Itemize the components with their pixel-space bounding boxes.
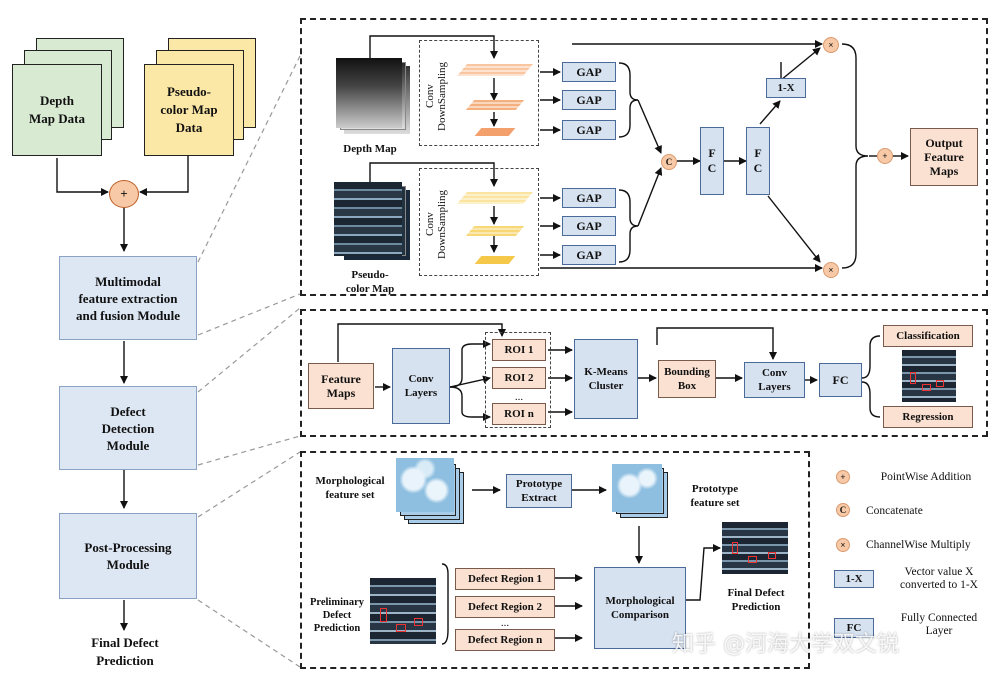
watermark-text: 知乎 @河海大学双文锐 [672, 632, 899, 657]
pseudo-color-map-label: Pseudo- color Map [345, 269, 395, 295]
channelwise-multiply-icon-top: × [823, 37, 839, 53]
gap-box-6: GAP [562, 245, 616, 265]
legend-pointwise-addition-icon: + [836, 470, 850, 484]
defect-region-n-box: Defect Region n [455, 629, 555, 651]
fusion-module-panel [300, 18, 988, 296]
conv-downsampling-box-2 [419, 168, 539, 276]
roi-group-box [485, 332, 551, 428]
roi-2-box: ROI 2 [492, 367, 546, 389]
defect-region-ellipsis: ... [500, 617, 510, 629]
regression-box: Regression [883, 406, 973, 428]
gap-box-3: GAP [562, 120, 616, 140]
channelwise-multiply-icon-bottom: × [823, 262, 839, 278]
multimodal-fusion-module: Multimodal feature extraction and fusion… [59, 256, 197, 340]
legend-pointwise-addition-text: PointWise Addition [880, 471, 972, 483]
fc-box-detection: FC [819, 363, 862, 397]
preliminary-defect-prediction-label: Preliminary Defect Prediction [309, 597, 365, 634]
legend-channelwise-multiply-text: ChannelWise Multiply [866, 539, 971, 551]
bounding-box-box: Bounding Box [658, 360, 716, 398]
legend-concatenate-icon: C [836, 503, 850, 517]
post-processing-module: Post-Processing Module [59, 513, 197, 599]
feature-maps-box: Feature Maps [308, 363, 374, 409]
defect-detection-module: Defect Detection Module [59, 386, 197, 470]
conv-downsampling-label-2: Conv DownSampling [424, 189, 448, 259]
legend-fc-icon: FC [834, 618, 874, 638]
detection-result-image [902, 350, 956, 402]
classification-box: Classification [883, 325, 973, 347]
conv-downsampling-label-1: Conv DownSampling [424, 61, 448, 131]
preliminary-defect-image [370, 578, 436, 644]
prototype-feature-set-label: Prototype feature set [690, 483, 740, 509]
fc-box-2: F C [746, 127, 770, 195]
morphological-comparison-box: Morphological Comparison [594, 567, 686, 649]
pointwise-addition-icon-fusion: + [877, 148, 893, 164]
post-processing-panel [300, 451, 810, 669]
output-feature-maps-box: Output Feature Maps [910, 128, 978, 186]
legend-fc-text: Fully Connected Layer [900, 612, 978, 637]
roi-n-box: ROI n [492, 403, 546, 425]
conv-layers-box-2: Conv Layers [744, 362, 805, 398]
one-minus-x-box: 1-X [766, 78, 806, 98]
legend-concatenate-text: Concatenate [866, 505, 923, 517]
final-defect-prediction-panel-label: Final Defect Prediction [727, 587, 785, 613]
roi-1-box: ROI 1 [492, 339, 546, 361]
final-defect-image [722, 522, 788, 574]
detection-module-panel [300, 309, 988, 437]
legend-one-minus-x-text: Vector value X converted to 1-X [900, 566, 978, 591]
fc-box-1: F C [700, 127, 724, 195]
gap-box-5: GAP [562, 216, 616, 236]
roi-ellipsis: ... [514, 391, 524, 403]
conv-layers-box: Conv Layers [392, 348, 450, 424]
pseudo-color-data-card: Pseudo- color Map Data [144, 64, 234, 156]
gap-box-2: GAP [562, 90, 616, 110]
morphological-feature-set-label: Morphological feature set [315, 475, 385, 501]
final-defect-prediction-label: Final Defect Prediction [91, 635, 159, 668]
legend-one-minus-x-icon: 1-X [834, 570, 874, 588]
prototype-extract-box: Prototype Extract [506, 474, 572, 508]
legend-channelwise-multiply-icon: × [836, 538, 850, 552]
gap-box-1: GAP [562, 62, 616, 82]
pointwise-addition-icon: + [109, 180, 139, 208]
defect-region-1-box: Defect Region 1 [455, 568, 555, 590]
gap-box-4: GAP [562, 188, 616, 208]
kmeans-cluster-box: K-Means Cluster [574, 339, 638, 419]
depth-map-label: Depth Map [343, 143, 397, 155]
depth-map-data-card: Depth Map Data [12, 64, 102, 156]
concatenate-icon: C [661, 154, 677, 170]
conv-downsampling-box-1 [419, 40, 539, 146]
defect-region-2-box: Defect Region 2 [455, 596, 555, 618]
